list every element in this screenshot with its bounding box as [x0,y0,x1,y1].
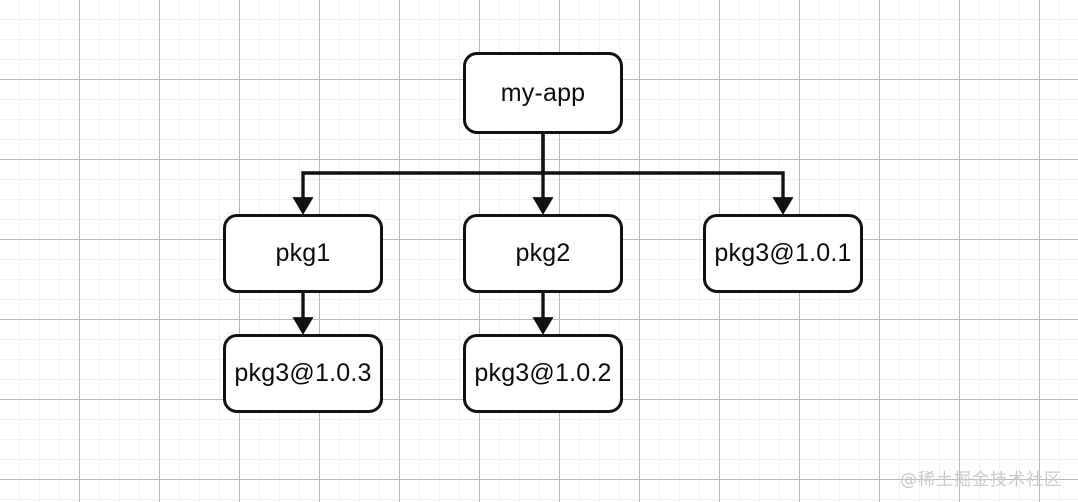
node-label-pkg1: pkg1 [275,239,331,267]
node-label-pkg3-1-0-2: pkg3@1.0.2 [474,359,612,387]
watermark: @稀土掘金技术社区 [900,470,1062,490]
edge-myapp-pkg1 [292,134,545,215]
node-label-pkg3-1-0-3: pkg3@1.0.3 [234,359,372,387]
node-label-my-app: my-app [500,78,586,107]
node-label-pkg3-1-0-1: pkg3@1.0.1 [714,239,852,267]
node-my-app[interactable]: my-app [463,52,623,134]
node-label-pkg2: pkg2 [515,239,571,267]
node-pkg1[interactable]: pkg1 [223,214,383,293]
node-pkg3-1-0-2[interactable]: pkg3@1.0.2 [463,334,623,413]
edge-myapp-pkg3-1-0-1 [543,171,794,215]
node-pkg3-1-0-1[interactable]: pkg3@1.0.1 [703,214,863,293]
node-pkg2[interactable]: pkg2 [463,214,623,293]
node-pkg3-1-0-3[interactable]: pkg3@1.0.3 [223,334,383,413]
